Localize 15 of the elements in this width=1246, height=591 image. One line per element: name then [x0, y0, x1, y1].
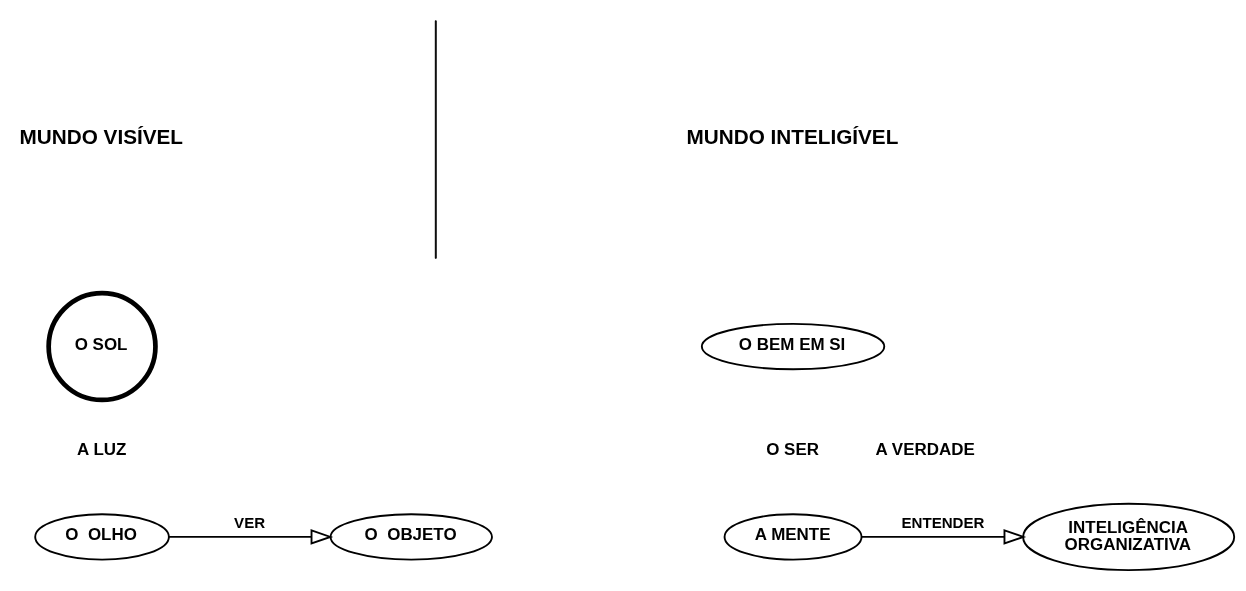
node-label: A LUZ: [77, 439, 127, 459]
label: MUNDO VISÍVEL: [19, 124, 184, 148]
node-circle: O SOL: [46, 290, 158, 403]
edge-label: VER: [234, 514, 266, 532]
node-ellipse: O BEM EM SI: [700, 322, 886, 371]
node-ellipse: O OLHO: [34, 513, 170, 561]
node-ellipse: A MENTE: [723, 513, 863, 561]
label: A VERDADE: [875, 439, 975, 459]
node-ellipse: O OBJETO: [329, 513, 493, 561]
arrow: [860, 528, 1027, 545]
label: O SER: [766, 439, 819, 459]
node-ellipse: INTELIGÊNCIA ORGANIZATIVA: [1022, 502, 1236, 572]
arrow: [167, 528, 334, 545]
label: MUNDO INTELIGÍVEL: [686, 124, 899, 148]
edge-label: ENTENDER: [901, 514, 985, 532]
